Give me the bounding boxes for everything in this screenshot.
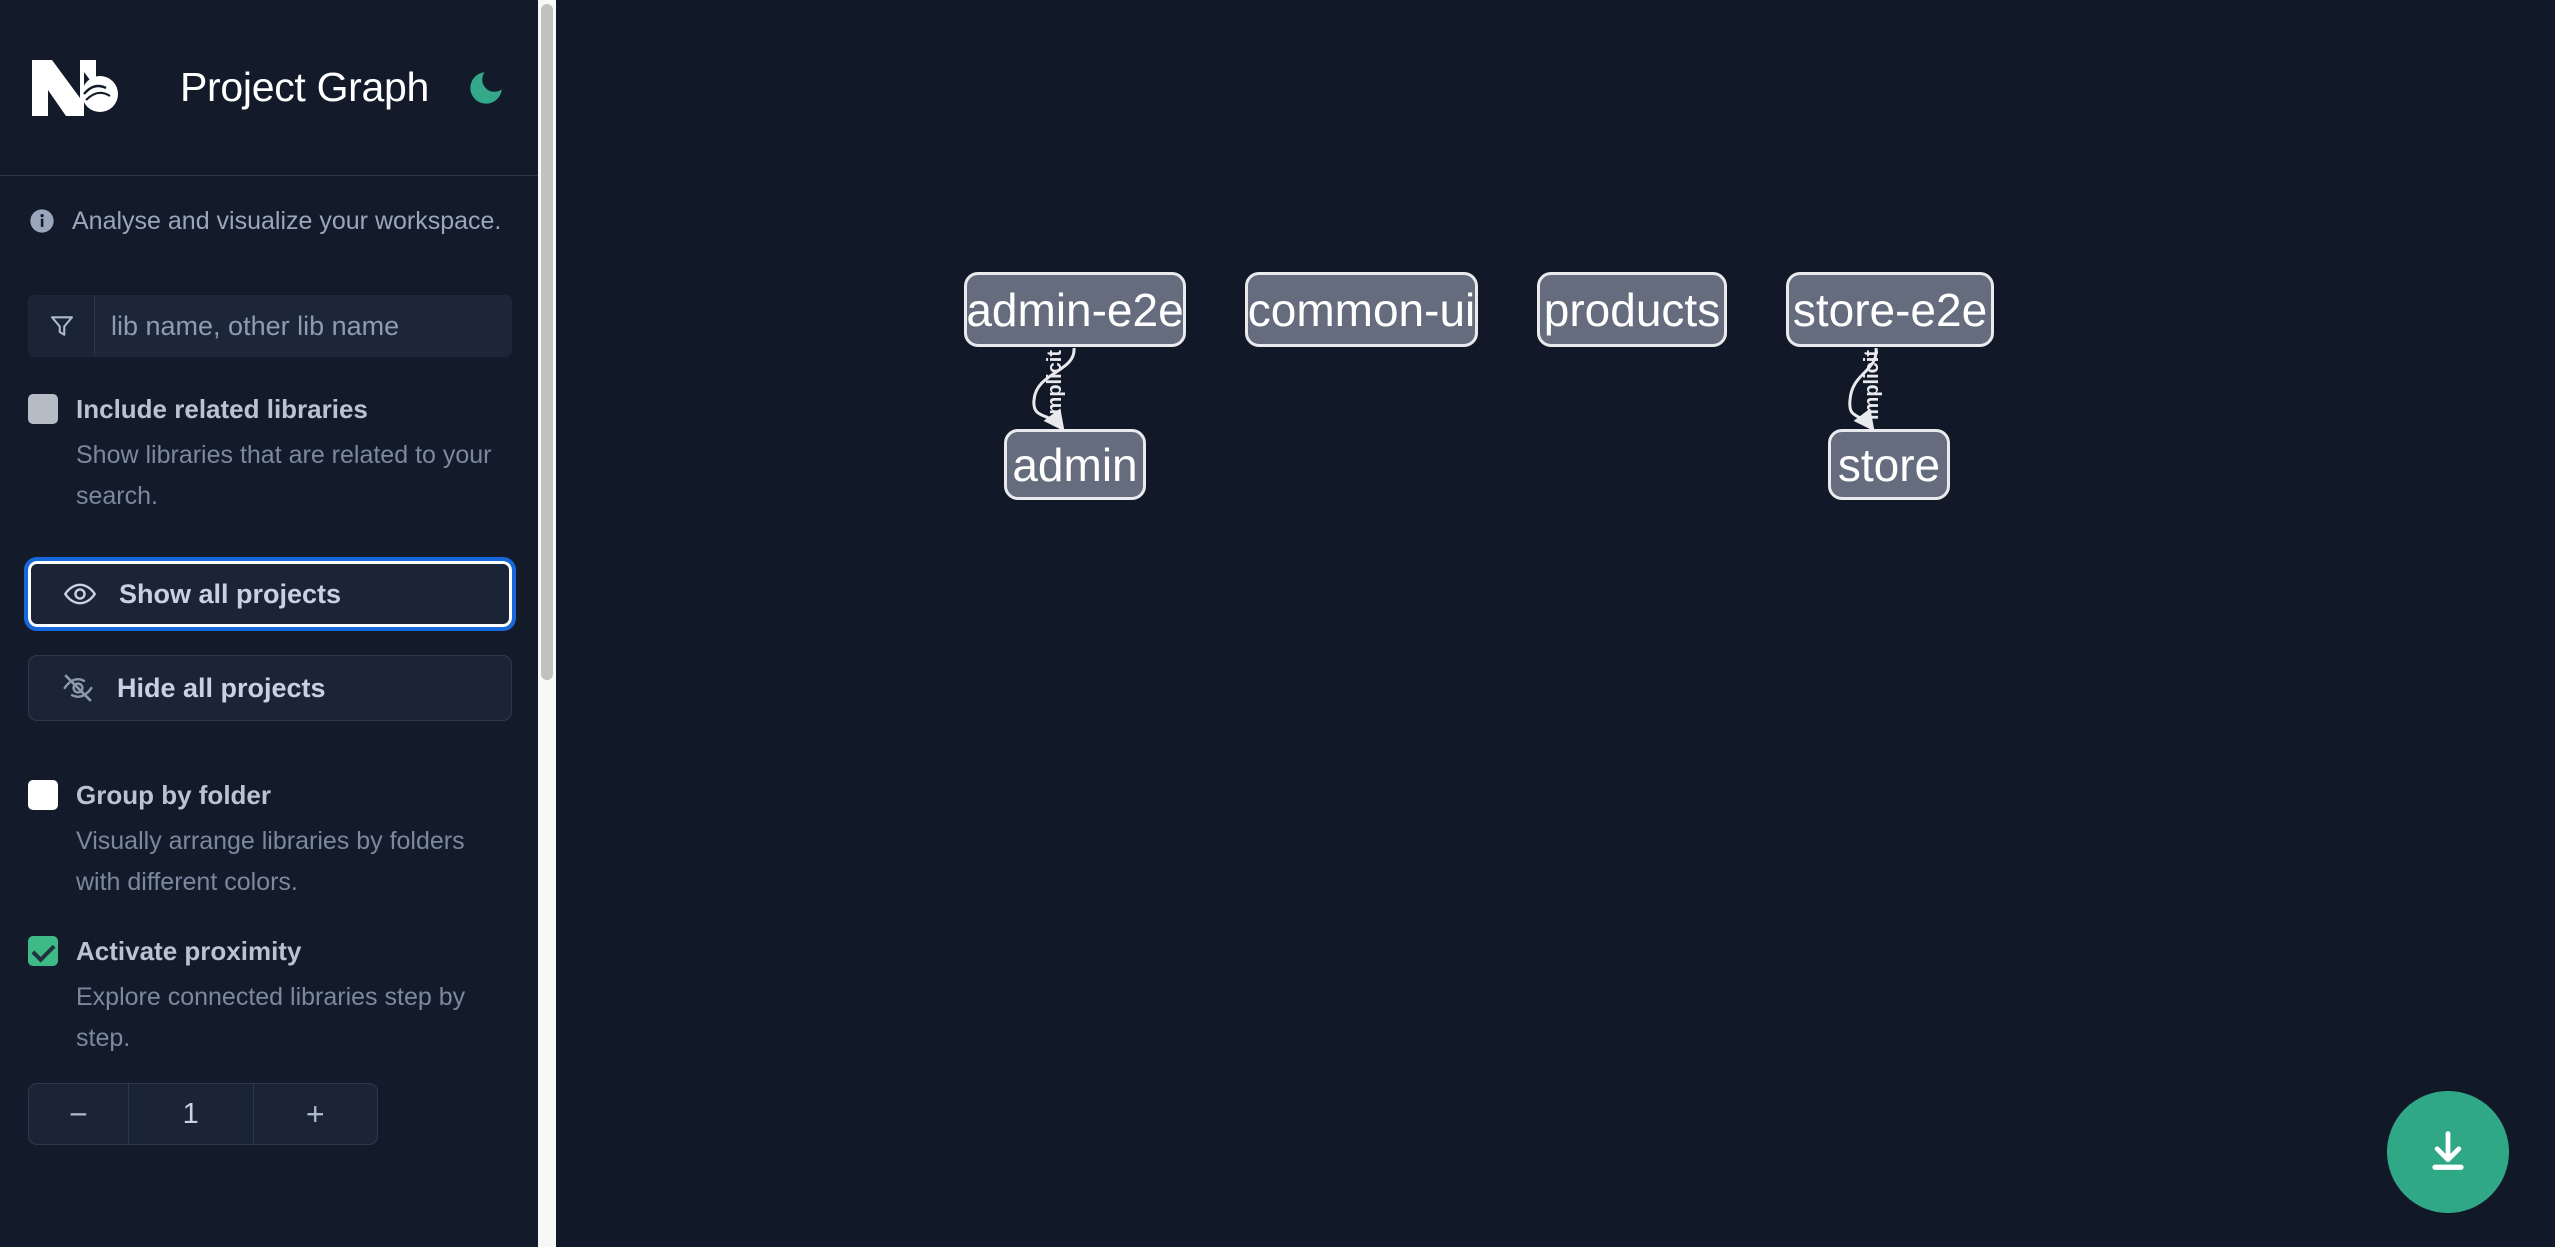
option-description: Explore connected libraries step by step… [76, 983, 466, 1052]
option-texts: Activate proximity Explore connected lib… [76, 925, 512, 1059]
graph-edges [1032, 347, 1878, 432]
graph-canvas[interactable]: implicit implicit admin-e2e common-ui pr… [556, 0, 2555, 1247]
proximity-stepper: − 1 + [28, 1083, 378, 1145]
moon-icon[interactable] [463, 65, 509, 111]
nx-logo-icon [28, 54, 128, 122]
option-description: Show libraries that are related to your … [76, 441, 492, 510]
download-graph-button[interactable] [2387, 1091, 2509, 1213]
graph-node-store[interactable]: store [1828, 429, 1950, 500]
graph-node-common-ui[interactable]: common-ui [1245, 272, 1478, 347]
graph-node-admin[interactable]: admin [1004, 429, 1146, 500]
filter-bar [28, 295, 512, 357]
proximity-value: 1 [182, 1097, 199, 1130]
option-label: Group by folder [76, 780, 271, 810]
graph-node-store-e2e[interactable]: store-e2e [1786, 272, 1994, 347]
workspace-info-text: Analyse and visualize your workspace. [72, 206, 502, 235]
edge-label-implicit: implicit [1861, 349, 1883, 420]
group-by-folder-checkbox[interactable] [28, 780, 58, 810]
option-texts: Include related libraries Show libraries… [76, 383, 512, 517]
search-input[interactable] [95, 296, 511, 356]
proximity-increment-button[interactable]: + [252, 1084, 378, 1144]
header-divider [0, 175, 556, 176]
option-include-related-libraries[interactable]: Include related libraries Show libraries… [0, 383, 540, 517]
sidebar-content: Project Graph Analyse and visua [0, 0, 556, 1247]
sidebar-scrollbar[interactable] [538, 0, 556, 1247]
page-title: Project Graph [180, 64, 430, 110]
include-related-libraries-checkbox[interactable] [28, 394, 58, 424]
sidebar: Project Graph Analyse and visua [0, 0, 556, 1247]
eye-off-icon [61, 671, 95, 705]
option-group-by-folder[interactable]: Group by folder Visually arrange librari… [0, 769, 540, 903]
show-all-projects-label: Show all projects [119, 578, 342, 609]
option-activate-proximity[interactable]: Activate proximity Explore connected lib… [0, 925, 540, 1059]
option-description: Visually arrange libraries by folders wi… [76, 827, 465, 896]
info-icon [28, 207, 56, 235]
funnel-icon[interactable] [29, 296, 95, 356]
graph-node-products[interactable]: products [1537, 272, 1727, 347]
hide-all-projects-label: Hide all projects [117, 672, 326, 703]
show-all-projects-button[interactable]: Show all projects [24, 557, 516, 631]
graph-node-admin-e2e[interactable]: admin-e2e [964, 272, 1186, 347]
edge-label-implicit: implicit [1044, 349, 1066, 420]
eye-icon [63, 577, 97, 611]
workspace-info: Analyse and visualize your workspace. [0, 175, 540, 267]
sidebar-scrollbar-thumb[interactable] [541, 4, 553, 680]
activate-proximity-checkbox[interactable] [28, 936, 58, 966]
hide-all-projects-button[interactable]: Hide all projects [28, 655, 512, 721]
proximity-decrement-button[interactable]: − [29, 1084, 129, 1144]
sidebar-header: Project Graph [0, 0, 540, 175]
option-label: Include related libraries [76, 394, 368, 424]
option-texts: Group by folder Visually arrange librari… [76, 769, 512, 903]
option-label: Activate proximity [76, 936, 302, 966]
download-icon [2422, 1125, 2474, 1180]
